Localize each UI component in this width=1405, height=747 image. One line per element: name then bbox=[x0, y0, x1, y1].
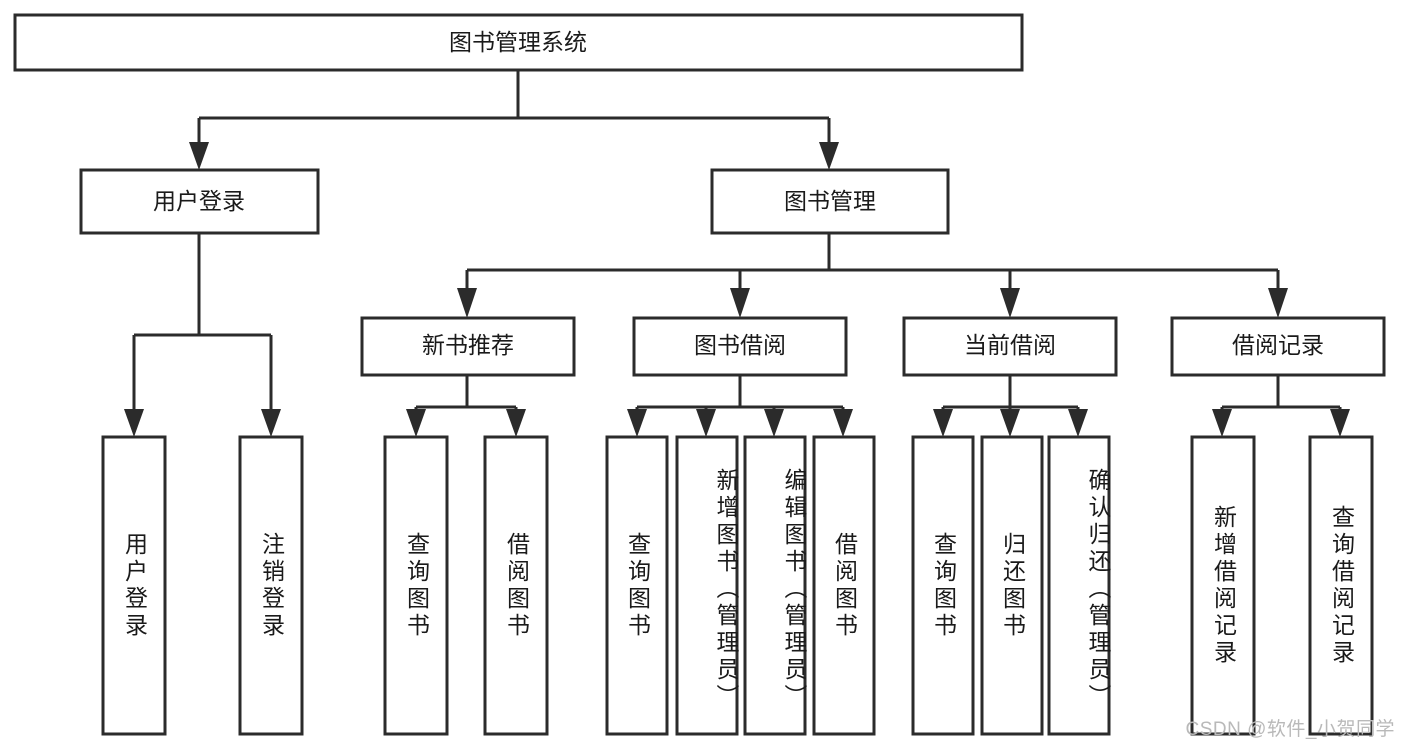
node-book-borrow-label: 图书借阅 bbox=[694, 332, 786, 358]
arrowhead-leaf-br1 bbox=[1212, 409, 1232, 437]
leaf-box-bb-add[interactable] bbox=[675, 435, 739, 736]
leaf-box-user-login[interactable] bbox=[101, 435, 167, 736]
node-root-label: 图书管理系统 bbox=[449, 29, 587, 55]
arrowhead-book-manage bbox=[819, 142, 839, 170]
arrowhead-leaf-nb2 bbox=[506, 409, 526, 437]
arrowhead-leaf-bb2 bbox=[696, 409, 716, 437]
node-borrow-record-label: 借阅记录 bbox=[1232, 332, 1324, 358]
arrowhead-leaf-logout bbox=[261, 409, 281, 437]
node-book-borrow-box[interactable] bbox=[632, 316, 848, 377]
leaf-box-bb-query[interactable] bbox=[605, 435, 669, 736]
leaf-box-br-add[interactable] bbox=[1190, 435, 1256, 736]
leaf-box-nb-query[interactable] bbox=[383, 435, 449, 736]
leaf-box-bb-borrow[interactable] bbox=[812, 435, 876, 736]
arrowhead-new-book bbox=[457, 288, 477, 318]
node-current-borrow-label: 当前借阅 bbox=[964, 332, 1056, 358]
arrowhead-leaf-bb4 bbox=[833, 409, 853, 437]
leaf-box-cb-query[interactable] bbox=[911, 435, 975, 736]
node-book-manage-box[interactable] bbox=[710, 168, 950, 235]
leaf-box-bb-edit[interactable] bbox=[743, 435, 807, 736]
node-new-book-label: 新书推荐 bbox=[422, 332, 514, 358]
node-root-box[interactable] bbox=[13, 13, 1024, 72]
node-borrow-record-box[interactable] bbox=[1170, 316, 1386, 377]
node-layer: 图书管理系统 用户登录 图书管理 新书推荐 图书借阅 当前借阅 借阅记录 bbox=[13, 13, 1386, 736]
leaf-box-cb-confirm[interactable] bbox=[1047, 435, 1111, 736]
arrowhead-leaf-cb1 bbox=[933, 409, 953, 437]
leaf-box-br-query[interactable] bbox=[1308, 435, 1374, 736]
leaf-box-logout[interactable] bbox=[238, 435, 304, 736]
node-user-login-label: 用户登录 bbox=[153, 188, 245, 214]
arrowhead-layer bbox=[124, 142, 1350, 437]
watermark-text: CSDN @软件_小贺同学 bbox=[1185, 719, 1395, 740]
arrowhead-book-borrow bbox=[730, 288, 750, 318]
leaf-box-cb-return[interactable] bbox=[980, 435, 1044, 736]
node-book-manage-label: 图书管理 bbox=[784, 188, 876, 214]
arrowhead-leaf-bb3 bbox=[764, 409, 784, 437]
arrowhead-leaf-cb2 bbox=[1000, 409, 1020, 437]
arrowhead-leaf-br2 bbox=[1330, 409, 1350, 437]
arrowhead-leaf-cb3 bbox=[1068, 409, 1088, 437]
arrowhead-leaf-nb1 bbox=[406, 409, 426, 437]
arrowhead-leaf-bb1 bbox=[627, 409, 647, 437]
node-current-borrow-box[interactable] bbox=[902, 316, 1118, 377]
arrowhead-leaf-user-login bbox=[124, 409, 144, 437]
arrowhead-user-login bbox=[189, 142, 209, 170]
arrowhead-current-borrow bbox=[1000, 288, 1020, 318]
leaf-box-nb-borrow[interactable] bbox=[483, 435, 549, 736]
arrowhead-borrow-record bbox=[1268, 288, 1288, 318]
node-user-login-box[interactable] bbox=[79, 168, 320, 235]
node-new-book-box[interactable] bbox=[360, 316, 576, 377]
